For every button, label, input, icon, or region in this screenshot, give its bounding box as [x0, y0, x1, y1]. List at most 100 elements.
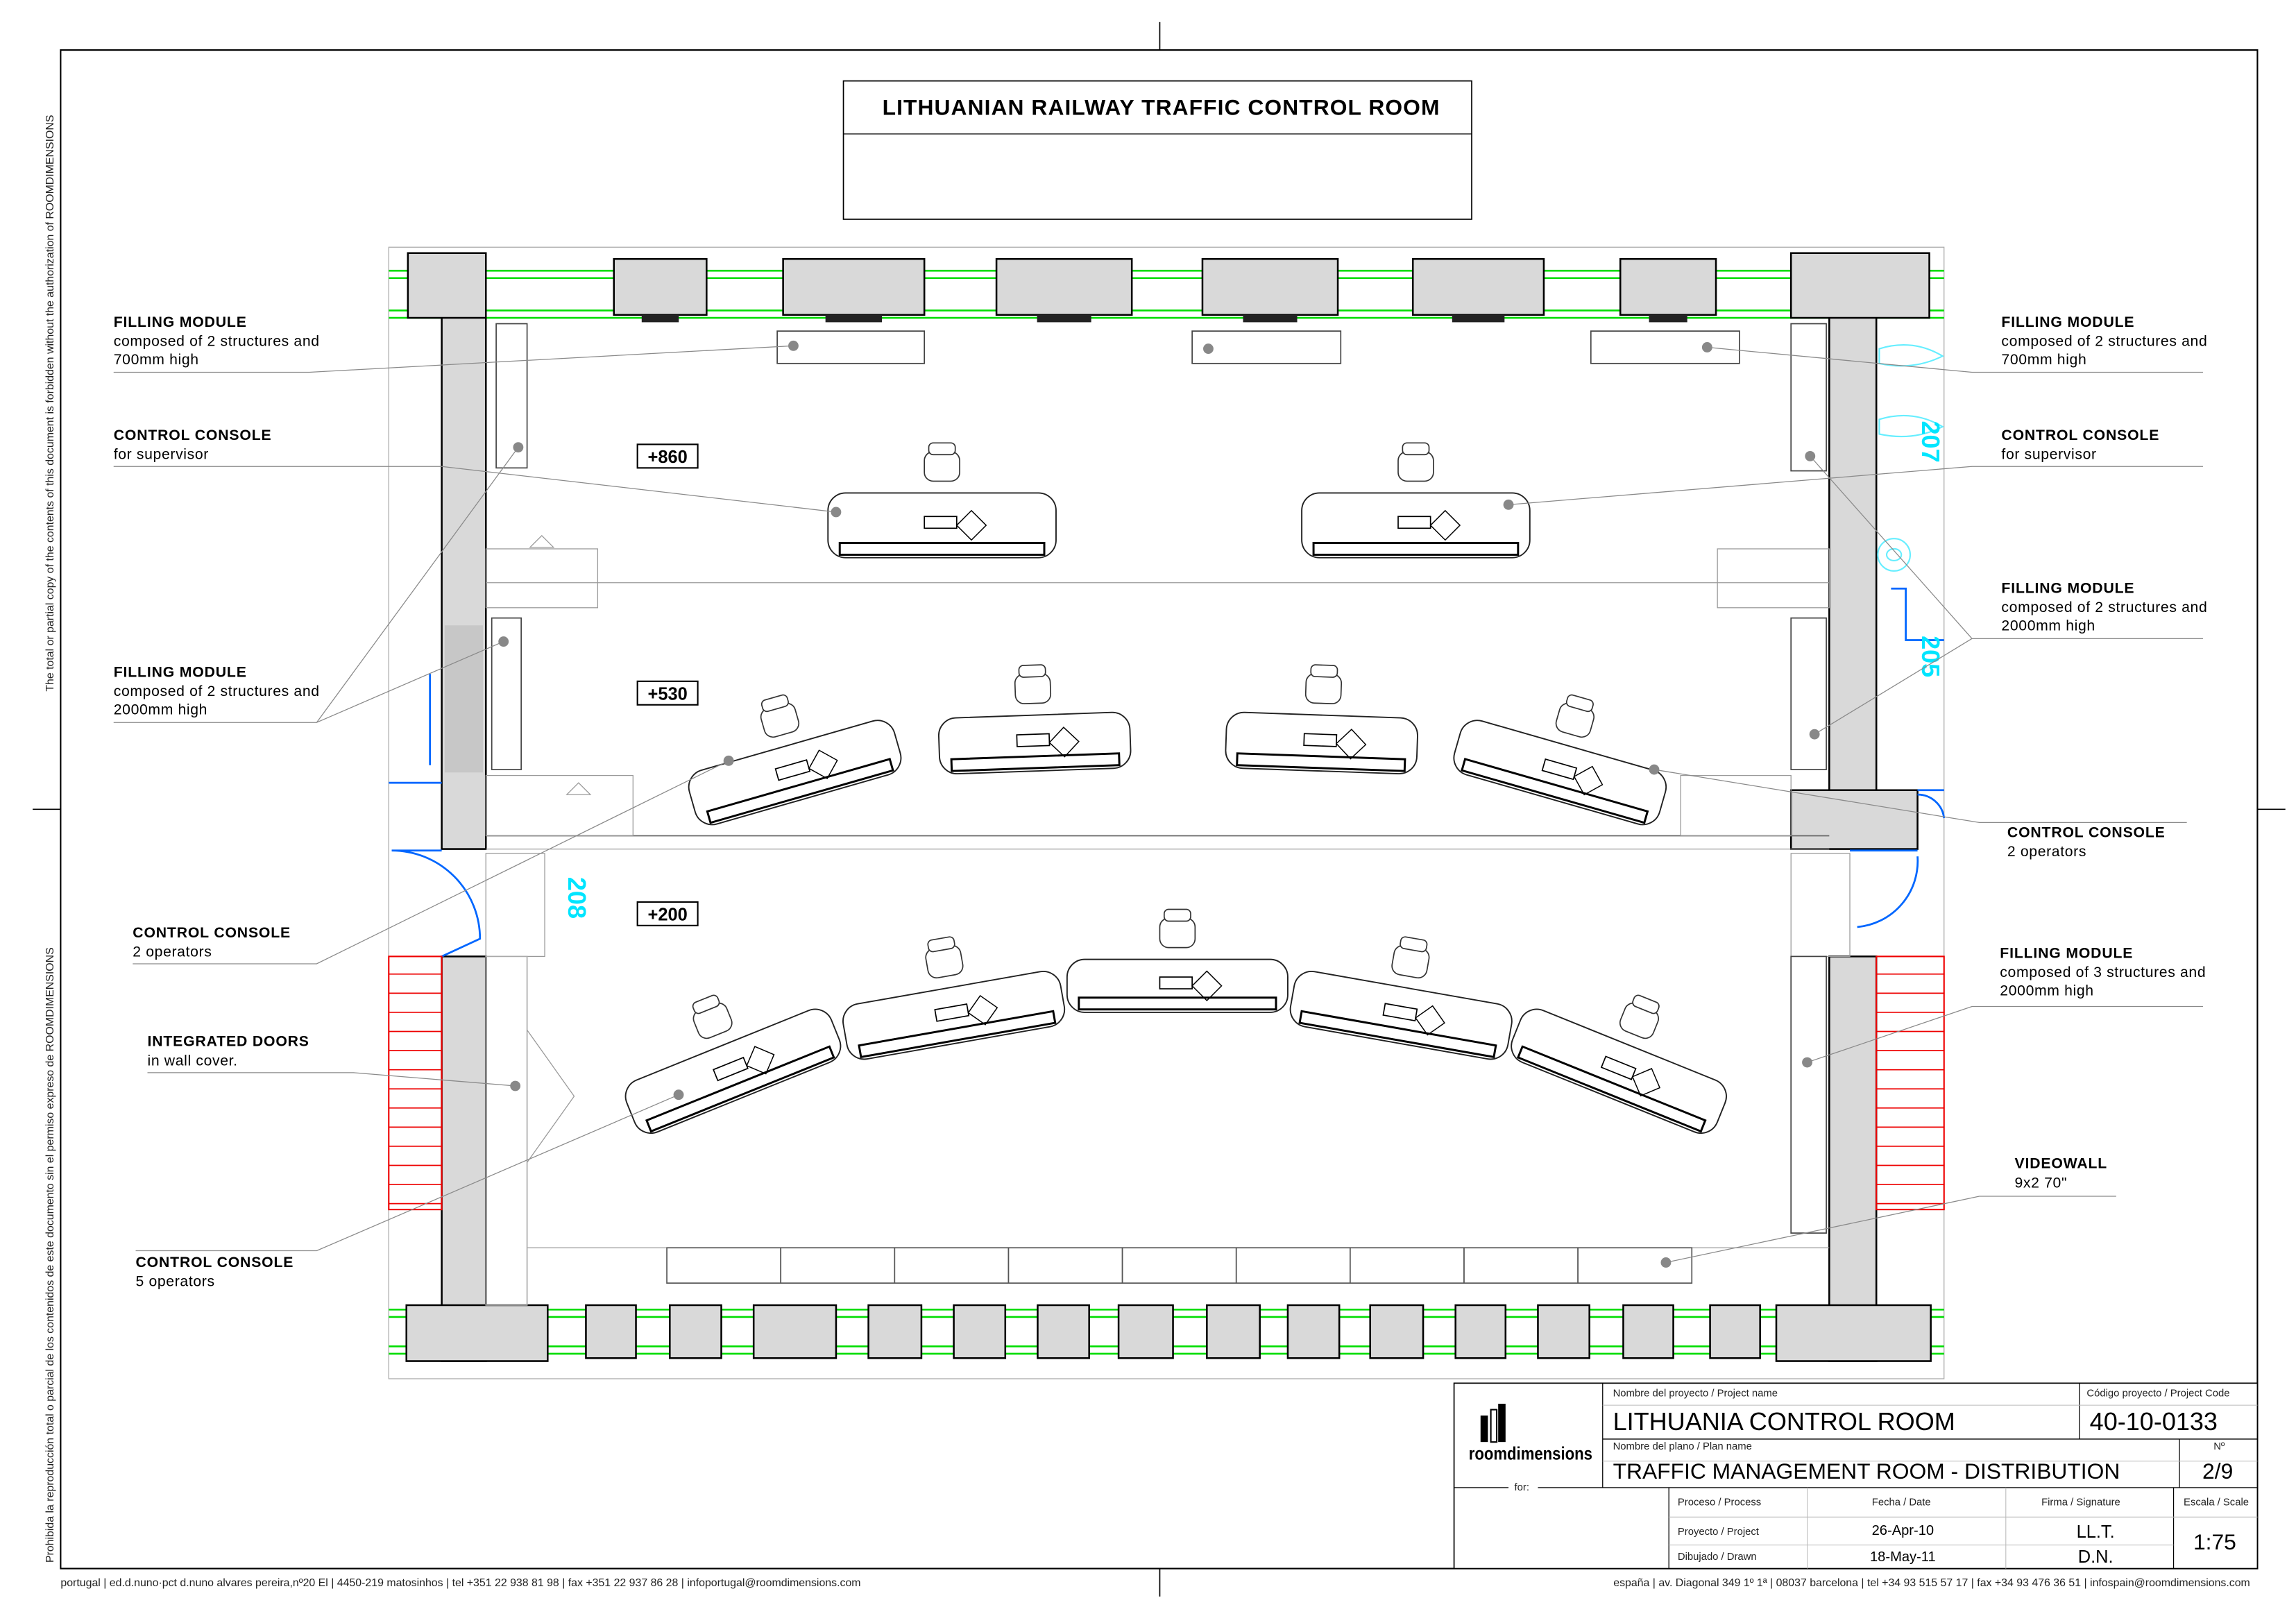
callout-detail: 9x2 70" [2015, 1175, 2068, 1191]
callout-detail: 2 operators [133, 944, 212, 960]
window-pier [782, 257, 926, 316]
console-base [838, 542, 1046, 556]
radiator [1452, 314, 1505, 323]
chair-icon [1555, 694, 1595, 738]
footer-separator: | [101, 1577, 110, 1589]
footer-separator: | [2081, 1577, 2090, 1589]
for-label: for: [1515, 1482, 1529, 1493]
footer-spain: españa | av. Diagonal 349 1º 1ª | 08037 … [1613, 1577, 2250, 1589]
svg-text:+530: +530 [647, 684, 687, 704]
control-console [827, 442, 1057, 559]
console-base [706, 758, 894, 824]
footer-portugal: portugal | ed.d.nuno·pct d.nuno alvares … [60, 1577, 860, 1589]
window-pier [1286, 1304, 1341, 1359]
keyboard-icon [1303, 733, 1338, 747]
control-console [1289, 936, 1513, 1060]
control-console [937, 664, 1132, 775]
phone-icon [1573, 765, 1604, 796]
window-pier [613, 257, 708, 316]
console-base [1516, 1045, 1707, 1133]
footer-item: portugal [60, 1577, 100, 1589]
svg-text:roomdimensions: roomdimensions [1469, 1445, 1592, 1464]
callout-title: CONTROL CONSOLE [136, 1255, 294, 1271]
footer-separator: | [1767, 1577, 1776, 1589]
console-base [1461, 758, 1649, 824]
footer-separator: | [559, 1577, 568, 1589]
window-pier [1709, 1304, 1761, 1359]
phone-icon [1048, 726, 1080, 758]
callout-right-5: VIDEOWALL 9x2 70" [2015, 1156, 2108, 1191]
window-pier [1622, 1304, 1674, 1359]
leader-lines [113, 340, 2203, 1268]
left-wall-lower [441, 955, 487, 1362]
doors [389, 587, 1946, 958]
right-wall-upper [1828, 293, 1878, 792]
keyboard-icon [1382, 1003, 1418, 1022]
row-signature: D.N. [2078, 1547, 2114, 1567]
keyboard-icon [1016, 733, 1051, 747]
chair-icon [692, 994, 733, 1039]
callout-title: FILLING MODULE [2001, 314, 2134, 330]
window-pier [1411, 257, 1545, 316]
window-pier [669, 1304, 722, 1359]
phone-icon [1429, 509, 1461, 541]
level-tag-200: +200 [636, 901, 699, 926]
window-pier [752, 1304, 837, 1359]
phone-icon [1631, 1068, 1661, 1097]
keyboard-icon [1159, 976, 1193, 989]
drawing-title-box: LITHUANIAN RAILWAY TRAFFIC CONTROL ROOM [842, 80, 1472, 220]
footer-item: 08037 barcelona [1776, 1577, 1859, 1589]
footer-item: tel +34 93 515 57 17 [1867, 1577, 1968, 1589]
videowall-screen [1463, 1247, 1579, 1284]
chair-icon [1014, 664, 1052, 704]
room-number-208: 208 [563, 877, 591, 919]
stair-outline [388, 955, 443, 1211]
window-pier [867, 1304, 923, 1359]
control-console [1453, 694, 1667, 826]
filling-modules [485, 323, 1827, 1306]
control-console [842, 936, 1066, 1060]
callout-detail: composed of 2 structures and [114, 683, 320, 699]
right-wall-cross [1789, 789, 1919, 850]
callout-detail: 2000mm high [2000, 983, 2093, 999]
control-console [688, 694, 902, 826]
phone-icon [1191, 970, 1223, 1002]
radiator [641, 314, 679, 323]
row-date: 26-Apr-10 [1872, 1523, 1934, 1538]
footer-item: infospain@roomdimensions.com [2090, 1577, 2250, 1589]
row-date: 18-May-11 [1870, 1549, 1936, 1565]
chair-icon [760, 694, 800, 738]
callout-title: VIDEOWALL [2015, 1156, 2108, 1172]
footer-item: tel +351 22 938 81 98 [452, 1577, 559, 1589]
chair-icon [1304, 664, 1343, 704]
floor-plan: 208 207 205 +860 +530 +200 [388, 246, 1946, 1379]
callout-detail: 2000mm high [114, 702, 207, 718]
phone-icon [955, 509, 987, 541]
left-corner-bottom [405, 1304, 549, 1362]
window-pier [1537, 1304, 1590, 1359]
footer-item: infoportugal@roomdimensions.com [687, 1577, 860, 1589]
callout-title: CONTROL CONSOLE [133, 925, 291, 941]
videowall-screen [1007, 1247, 1123, 1284]
room-number-205: 205 [1916, 636, 1945, 677]
center-ticks [33, 22, 2286, 1597]
right-corner-bottom [1775, 1304, 1932, 1362]
level-tag-860: +860 [636, 443, 699, 469]
footer-separator: | [443, 1577, 452, 1589]
window-pier [1117, 1304, 1174, 1359]
window-pier [953, 1304, 1007, 1359]
console-base [858, 1010, 1057, 1059]
callout-detail: for supervisor [2001, 447, 2096, 463]
row-process: Dibujado / Drawn [1678, 1552, 1757, 1563]
plan-name-label: Nombre del plano / Plan name [1613, 1441, 1752, 1452]
stair-outline [1876, 955, 1945, 1211]
header-process: Proceso / Process [1678, 1497, 1761, 1508]
videowall-screen [666, 1247, 782, 1284]
title-block: roomdimensions for: Nombre del proyecto … [1453, 1382, 2259, 1570]
wall-piers [585, 257, 1761, 1359]
